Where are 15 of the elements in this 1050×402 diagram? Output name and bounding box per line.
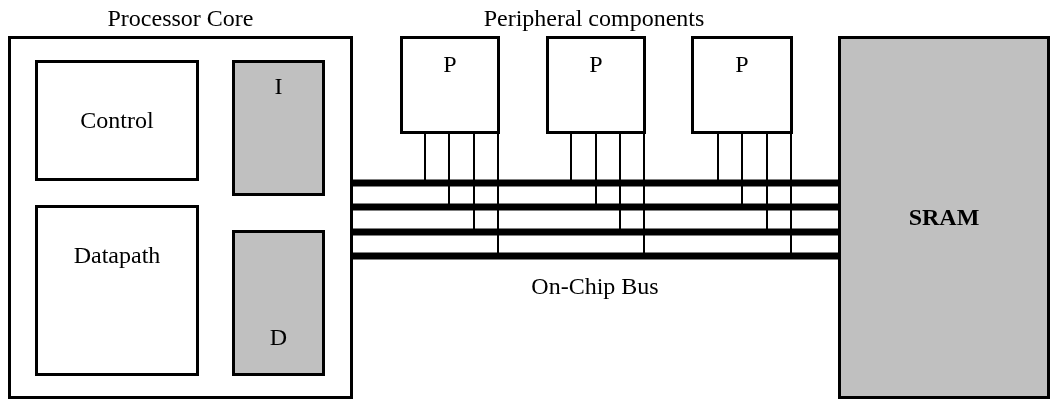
bus-line: [353, 179, 838, 187]
cache-box: I: [232, 60, 325, 196]
node-heading: Processor Core: [107, 4, 254, 32]
control-box: Control: [35, 60, 199, 181]
peripheral-box: P: [546, 36, 646, 134]
peripheral-box: P: [691, 36, 793, 134]
bus-line: [353, 228, 838, 236]
group-heading: Peripheral components: [483, 4, 705, 32]
bus-line: [353, 252, 838, 260]
cache-box: D: [232, 230, 325, 376]
bus-line: [353, 203, 838, 211]
datapath-box: Datapath: [35, 205, 199, 376]
peripheral-box: P: [400, 36, 500, 134]
memory-box: SRAM: [838, 36, 1050, 399]
bus-label: On-Chip Bus: [531, 272, 659, 300]
